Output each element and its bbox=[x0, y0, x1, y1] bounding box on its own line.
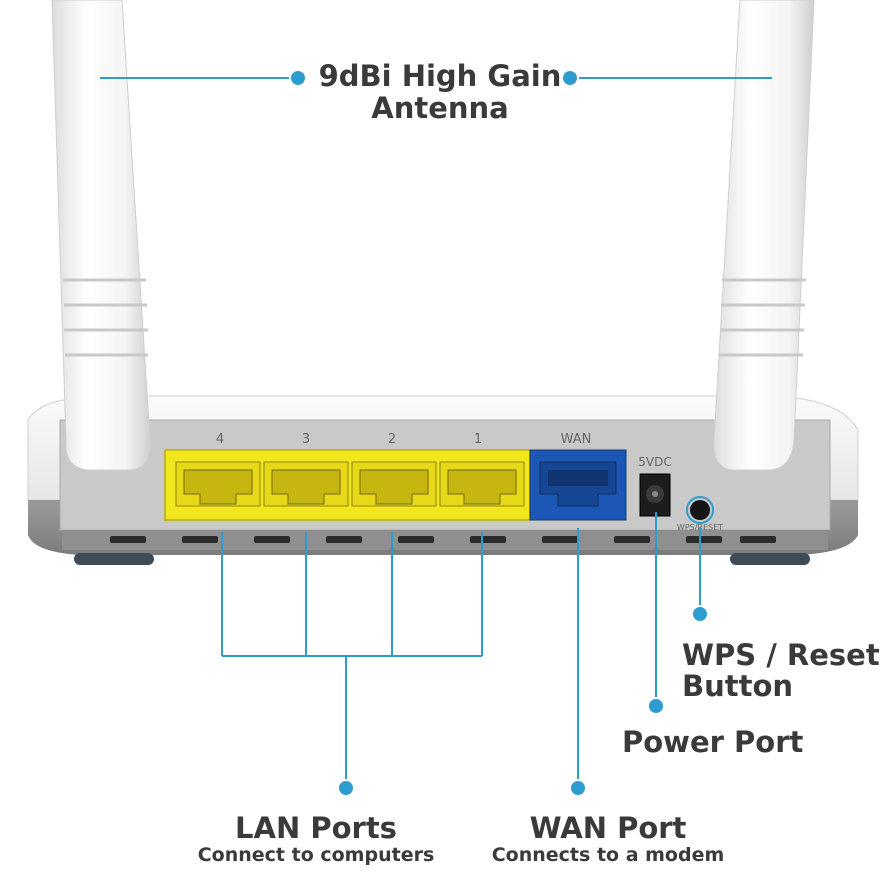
left-foot bbox=[74, 553, 154, 565]
power-port-label: 5VDC bbox=[638, 455, 671, 469]
lan-port[interactable] bbox=[263, 461, 349, 507]
antenna-callout-line1: 9dBi High Gain bbox=[318, 59, 562, 93]
wan-port[interactable] bbox=[529, 449, 627, 521]
lan-callout-title: LAN Ports bbox=[235, 811, 397, 845]
power-port[interactable] bbox=[639, 473, 671, 517]
lan-port-number: 4 bbox=[216, 432, 224, 447]
right-foot bbox=[730, 553, 810, 565]
wps-reset-button[interactable] bbox=[690, 500, 710, 520]
lan-ports bbox=[164, 449, 531, 521]
wan-port-label: WAN bbox=[561, 432, 592, 447]
wps-callout-line2: Button bbox=[682, 669, 794, 703]
wps-callout: WPS / Reset Button bbox=[682, 640, 880, 702]
lan-callout: LAN Ports Connect to computers bbox=[186, 812, 446, 866]
wan-callout-title: WAN Port bbox=[529, 811, 687, 845]
lan-port-number: 3 bbox=[302, 432, 310, 447]
antenna-callout-line2: Antenna bbox=[371, 91, 509, 125]
lan-port[interactable] bbox=[175, 461, 261, 507]
right-antenna bbox=[713, 0, 815, 471]
lan-port[interactable] bbox=[439, 461, 525, 507]
left-antenna bbox=[51, 0, 151, 471]
wan-callout-subtitle: Connects to a modem bbox=[491, 844, 725, 866]
power-callout-title: Power Port bbox=[622, 725, 804, 759]
wps-button-label: WPS/RESET bbox=[677, 523, 723, 532]
lan-callout-subtitle: Connect to computers bbox=[197, 844, 435, 866]
callout-dots bbox=[289, 69, 709, 797]
wan-callout: WAN Port Connects to a modem bbox=[478, 812, 738, 866]
lan-port[interactable] bbox=[351, 461, 437, 507]
lan-port-number: 1 bbox=[474, 432, 482, 447]
antenna-callout: 9dBi High Gain Antenna bbox=[290, 60, 590, 124]
callout-lines bbox=[100, 77, 772, 788]
wps-callout-line1: WPS / Reset bbox=[682, 638, 880, 672]
power-callout: Power Port bbox=[622, 726, 803, 758]
vent-slots bbox=[110, 536, 776, 543]
lan-port-number: 2 bbox=[388, 432, 396, 447]
